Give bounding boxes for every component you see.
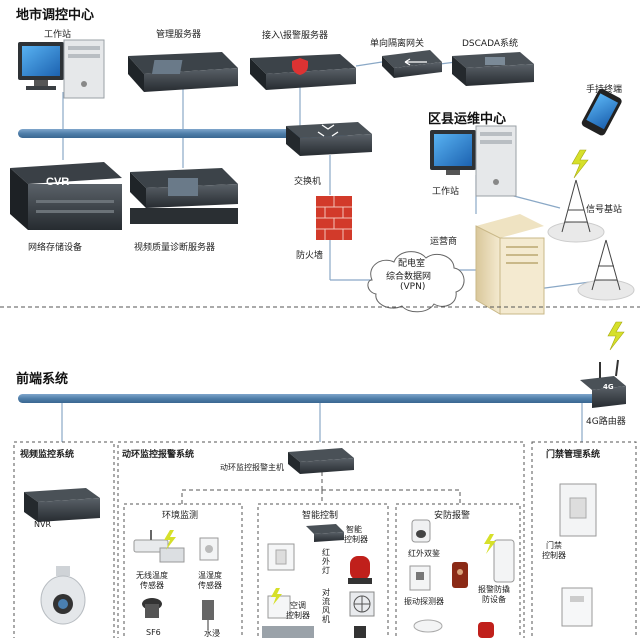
vpn-line2: 综合数据网 (386, 272, 432, 282)
fan-label: 对流风机 (322, 588, 330, 624)
door-ctrl-label-2: 控制器 (542, 551, 566, 560)
smart-controller-label-1: 智能 (346, 525, 362, 534)
workstation-icon (18, 39, 105, 99)
temp-humidity-sensor-icon (199, 537, 219, 561)
alarm-device-icon (484, 534, 515, 583)
operator-cabinet-icon (475, 214, 545, 315)
vibration-label: 振动探测器 (404, 597, 444, 606)
district-workstation-icon (430, 125, 517, 197)
firewall-icon (316, 196, 352, 240)
env-system-box (117, 441, 525, 638)
alarm-light-icon (478, 622, 494, 638)
vpn-line3: (VPN) (400, 282, 426, 292)
base-station-icon (547, 179, 635, 301)
water-label: 水浸 (204, 629, 220, 638)
water-sensor-icon (202, 600, 214, 630)
workstation-label: 工作站 (44, 30, 72, 40)
env-monitor-title: 环境监测 (162, 511, 199, 521)
temp-hum-label-2: 传感器 (198, 581, 222, 590)
ir-detector-label: 红外双鉴 (408, 549, 440, 558)
fan-unit-icon (262, 626, 314, 638)
front-title: 前端系统 (16, 372, 69, 387)
management-server-icon (128, 52, 238, 92)
switch-panel-icon (267, 543, 295, 571)
nvr-label: NVR (34, 520, 52, 529)
top-title: 地市调控中心 (16, 8, 95, 23)
network-storage-label: 网络存储设备 (28, 243, 83, 253)
cvr-storage-icon (10, 162, 122, 230)
dome-camera-icon (40, 566, 86, 625)
mgmt-server-label: 管理服务器 (156, 30, 202, 40)
cvr-text: CVR (46, 176, 70, 188)
smart-control-title: 智能控制 (302, 511, 339, 521)
dscada-server-icon (452, 52, 534, 86)
temp-hum-label-1: 温湿度 (198, 571, 222, 580)
wireless-temp-label-1: 无线温度 (136, 571, 168, 580)
wireless-bolt-icon (571, 149, 589, 179)
gateway-label: 单向隔离网关 (370, 39, 425, 49)
smart-controller-icon (306, 524, 344, 542)
video-diag-label: 视频质量诊断服务器 (134, 243, 216, 253)
infrared-light-label: 红外灯 (322, 548, 330, 575)
switch-label: 交换机 (294, 177, 322, 187)
smart-control-box (257, 503, 389, 638)
switch-icon (286, 122, 372, 156)
wireless-temp-sensor-icon (133, 530, 185, 563)
light-unit-icon (354, 626, 366, 638)
alarm-device-label-2: 防设备 (482, 595, 506, 604)
vibration-detector-icon (409, 565, 431, 591)
sf6-sensor-icon (142, 598, 162, 618)
base-station-label: 信号基站 (586, 205, 623, 215)
handheld-label: 手持终端 (586, 85, 623, 95)
smoke-detector-icon (413, 619, 443, 633)
ir-detector-icon (411, 519, 431, 543)
door-ctrl-label-1: 门禁 (546, 541, 562, 550)
vpn-line1: 配电室 (398, 259, 426, 269)
top-network-bus (18, 129, 348, 138)
env-monitor-box (123, 503, 243, 638)
video-box-title: 视频监控系统 (20, 450, 75, 460)
env-host-icon (288, 448, 354, 474)
wireless-temp-label-2: 传感器 (140, 581, 164, 590)
door-box-title: 门禁管理系统 (546, 450, 601, 460)
access-alarm-server-label: 接入\报警服务器 (262, 31, 329, 41)
district-workstation-label: 工作站 (432, 187, 460, 197)
nvr-icon (24, 488, 100, 522)
remote-key-icon (452, 562, 468, 588)
isolation-gateway-icon (382, 50, 442, 78)
smart-controller-label-2: 控制器 (344, 535, 368, 544)
video-diagnostic-server-icon (130, 168, 238, 224)
card-reader-icon (561, 587, 593, 627)
security-title: 安防报警 (434, 511, 471, 521)
router-4g-icon (580, 359, 626, 408)
ac-controller-label-1: 空调 (290, 601, 306, 610)
video-system-box (13, 441, 115, 638)
sf6-label: SF6 (146, 628, 161, 637)
access-alarm-server-icon (250, 54, 356, 90)
env-box-title: 动环监控报警系统 (122, 450, 195, 460)
operator-label: 运营商 (430, 237, 458, 247)
ac-controller-label-2: 控制器 (286, 611, 310, 620)
dscada-label: DSCADA系统 (462, 39, 519, 49)
handheld-terminal-icon (581, 88, 622, 136)
router-bolt-icon (607, 321, 625, 351)
front-network-bus (18, 394, 618, 403)
door-system-box (531, 441, 637, 638)
router-label: 4G路由器 (586, 417, 626, 427)
vpn-cloud-icon (367, 251, 465, 313)
firewall-label: 防火墙 (296, 251, 324, 261)
fan-icon (349, 591, 375, 617)
security-box (395, 503, 521, 638)
env-host-label: 动环监控报警主机 (220, 463, 284, 472)
router-badge: 4G (603, 383, 614, 391)
infrared-light-icon (348, 556, 372, 584)
alarm-device-label-1: 报警防撬 (478, 585, 510, 594)
district-title: 区县运维中心 (428, 112, 507, 127)
ac-controller-icon (267, 588, 291, 619)
door-controller-icon (559, 483, 597, 537)
